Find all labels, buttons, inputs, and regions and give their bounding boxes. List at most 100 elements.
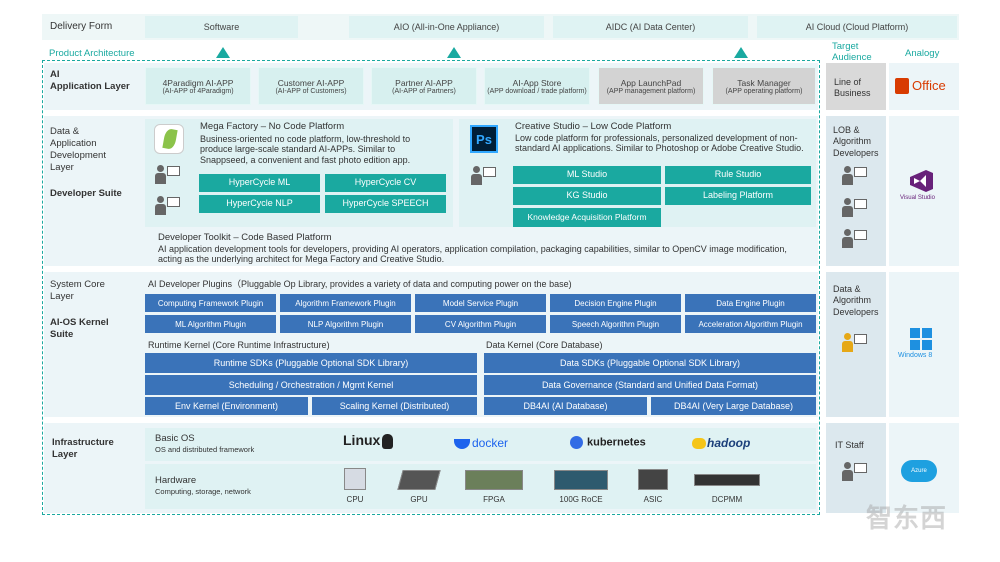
kubernetes-text: kubernetes [587,436,646,449]
app-store: AI-App Store(APP download / trade platfo… [484,67,590,105]
fpga-icon [465,470,523,490]
delivery-aio: AIO (All-in-One Appliance) [349,16,544,38]
office-label: Office [912,78,946,93]
audience-panel-ai [826,63,886,110]
hadoop-logo: hadoop [692,436,750,450]
developer-suite-label: Developer Suite [50,188,122,199]
dev-layer-label: Data & Application Development Layer [50,126,106,173]
dcpmm-label: DCPMM [711,495,743,504]
btn-knowledge-acquisition: Knowledge Acquisition Platform [513,208,661,227]
data-sdks: Data SDKs (Pluggable Optional SDK Librar… [484,353,816,373]
core-layer-label: System Core Layer [50,279,105,302]
plugin-model-service: Model Service Plugin [415,294,546,312]
analogy-label: Analogy [905,48,940,59]
roce-icon [554,470,608,490]
watermark: 智东西 [866,503,948,533]
gpu-label: GPU [410,495,428,504]
plugin-nlp-algorithm: NLP Algorithm Plugin [280,315,411,333]
visual-studio-label: Visual Studio [900,195,935,201]
it-staff-icon [842,462,868,484]
app-name: Task Manager [737,77,791,88]
linux-logo: Linux [343,432,394,449]
btn-rule-studio: Rule Studio [665,166,811,184]
whale-icon [454,438,470,449]
audience-panel-core [826,272,886,417]
app-sub: (APP operating platform) [725,87,803,95]
windows-logo [910,328,932,350]
windows-icon [910,328,932,350]
azure-cloud-icon: Azure [901,460,937,482]
audience-lob: Line of Business [834,77,871,99]
plugin-speech-algorithm: Speech Algorithm Plugin [550,315,681,333]
audience-lob-algo: LOB & Algorithm Developers [833,125,879,158]
scheduling-kernel: Scheduling / Orchestration / Mgmt Kernel [145,375,477,395]
asic-icon [638,469,668,490]
btn-hypercycle-nlp: HyperCycle NLP [199,195,320,213]
app-sub: (APP management platform) [606,87,696,95]
arrow-up-icon [734,47,748,58]
app-name: Customer AI-APP [277,77,345,88]
dcpmm-icon [694,474,760,486]
app-sub: (AI-APP of Customers) [275,87,347,95]
scaling-kernel: Scaling Kernel (Distributed) [312,397,477,415]
env-kernel: Env Kernel (Environment) [145,397,308,415]
basic-os-sub: OS and distributed framework [155,445,255,454]
docker-logo: docker [454,436,508,450]
app-partner: Partner AI-APP(AI-APP of Partners) [371,67,477,105]
toolkit-desc: AI application development tools for dev… [158,244,787,265]
visual-studio-logo [910,170,933,192]
app-name: App LaunchPad [620,77,682,88]
architecture-outline [42,60,820,515]
roce-label: 100G RoCE [559,495,603,504]
product-architecture-label: Product Architecture [49,48,135,59]
btn-ml-studio: ML Studio [513,166,661,184]
delivery-ai-cloud: AI Cloud (Cloud Platform) [757,16,957,38]
app-task-manager: Task Manager(APP operating platform) [712,67,816,105]
developer-icon [842,166,868,188]
app-customer: Customer AI-APP(AI-APP of Customers) [258,67,364,105]
audience-it-staff: IT Staff [835,440,864,450]
developer-icon [842,198,868,220]
app-sub: (AI-APP of Partners) [392,87,456,95]
app-name: Partner AI-APP [395,77,453,88]
developer-icon [155,165,181,187]
runtime-sdks: Runtime SDKs (Pluggable Optional SDK Lib… [145,353,477,373]
azure-label: Azure [911,468,927,474]
data-governance: Data Governance (Standard and Unified Da… [484,375,816,395]
arrow-up-icon [447,47,461,58]
asic-label: ASIC [643,495,663,504]
creative-title: Creative Studio – Low Code Platform [515,121,672,132]
plugin-decision-engine: Decision Engine Plugin [550,294,681,312]
plugin-ml-algorithm: ML Algorithm Plugin [145,315,276,333]
plugin-data-engine: Data Engine Plugin [685,294,816,312]
office-icon [895,78,909,94]
app-name: AI-App Store [512,77,562,88]
target-audience-label: Target Audience [832,41,872,63]
fpga-label: FPGA [483,495,505,504]
hardware-sub: Computing, storage, network [155,487,251,496]
btn-kg-studio: KG Studio [513,187,661,205]
developer-code-icon [155,196,181,218]
btn-hypercycle-cv: HyperCycle CV [325,174,446,192]
app-name: 4Paradigm AI-APP [162,77,234,88]
windows-label: Windows 8 [898,352,933,359]
kernel-suite-label: AI-OS Kernel Suite [50,317,109,340]
mega-desc: Business-oriented no code platform, low-… [200,134,411,165]
app-4paradigm: 4Paradigm AI-APP(AI-APP of 4Paradigm) [145,67,251,105]
runtime-title: Runtime Kernel (Core Runtime Infrastruct… [148,340,330,350]
creative-desc: Low code platform for professionals, per… [515,133,804,154]
docker-text: docker [472,436,509,450]
mega-title: Mega Factory – No Code Platform [200,121,345,132]
developer-code-icon [842,229,868,251]
gpu-icon [397,470,441,490]
snapseed-icon [154,124,184,154]
plugin-acceleration-algorithm: Acceleration Algorithm Plugin [685,315,816,333]
audience-data-algo: Data & Algorithm Developers [833,284,879,317]
hadoop-text: hadoop [707,436,751,450]
btn-hypercycle-speech: HyperCycle SPEECH [325,195,446,213]
plugins-title: AI Developer Plugins（Pluggable Op Librar… [148,279,572,289]
tux-icon [382,433,394,449]
arrow-up-icon [216,47,230,58]
developer-icon [471,166,497,188]
db4ai-ai: DB4AI (AI Database) [484,397,647,415]
